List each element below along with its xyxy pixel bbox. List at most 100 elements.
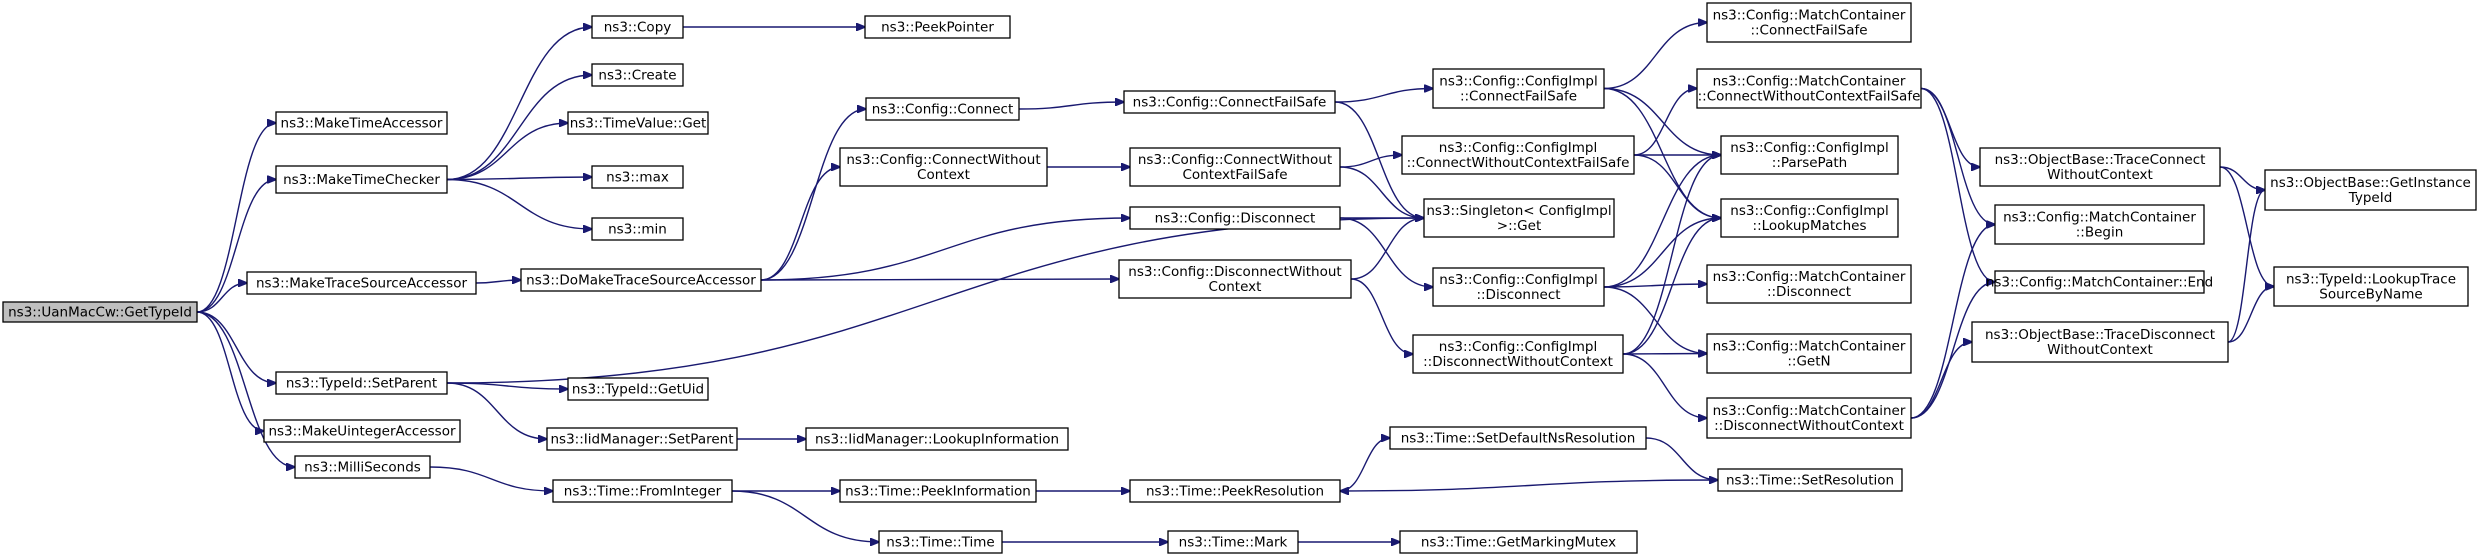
node-label: ns3::ObjectBase::TraceDisconnect — [1985, 327, 2215, 343]
node-min[interactable]: ns3::min — [591, 217, 684, 241]
edge-mcConnectWithoutContextFailSafe-to-mcEnd — [1920, 87, 1995, 283]
node-label: ns3::MakeUintegerAccessor — [268, 424, 456, 440]
node-mcBegin[interactable]: ns3::Config::MatchContainer::Begin — [1994, 204, 2205, 245]
edge-doMakeTraceSourceAccessor-to-configConnect — [760, 109, 866, 281]
edge-implConnectWithoutContextFailSafe-to-implLookupMatches — [1633, 154, 1721, 218]
node-label: ns3::Config::MatchContainer — [2003, 210, 2196, 226]
node-box — [294, 455, 431, 479]
node-getUid[interactable]: ns3::TypeId::GetUid — [567, 377, 709, 401]
node-max[interactable]: ns3::max — [591, 165, 684, 189]
edge-obTraceDisconnectWithoutContext-to-obGetInstanceTypeId — [2227, 190, 2265, 343]
node-box — [246, 271, 477, 295]
edge-implDisconnect-to-implLookupMatches — [1603, 218, 1721, 288]
edge-doMakeTraceSourceAccessor-to-configDisconnect — [760, 218, 1130, 281]
node-peekPointer[interactable]: ns3::PeekPointer — [864, 15, 1011, 39]
node-mcConnectFailSafe[interactable]: ns3::Config::MatchContainer::ConnectFail… — [1706, 2, 1912, 43]
edge-configConnectWithoutContextFailSafe-to-singletonGet — [1339, 166, 1424, 218]
node-milliSeconds[interactable]: ns3::MilliSeconds — [294, 455, 431, 479]
node-implDisconnectWithoutContext[interactable]: ns3::Config::ConfigImpl::DisconnectWitho… — [1412, 334, 1624, 374]
node-obTraceConnectWithoutContext[interactable]: ns3::ObjectBase::TraceConnectWithoutCont… — [1979, 147, 2221, 187]
node-makeUintegerAccessor[interactable]: ns3::MakeUintegerAccessor — [263, 419, 461, 443]
edge-configConnect-to-configConnectFailSafe — [1018, 102, 1124, 110]
edge-implConnectFailSafe-to-implParsePath — [1603, 87, 1721, 156]
edge-setDefaultNsResolution-to-setResolution — [1645, 437, 1718, 480]
node-mcGetN[interactable]: ns3::Config::MatchContainer::GetN — [1706, 333, 1912, 374]
node-configConnectWithoutContextFailSafe[interactable]: ns3::Config::ConnectWithoutContextFailSa… — [1129, 147, 1341, 187]
node-getMarkingMutex[interactable]: ns3::Time::GetMarkingMutex — [1399, 530, 1638, 554]
node-implConnectFailSafe[interactable]: ns3::Config::ConfigImpl::ConnectFailSafe — [1432, 68, 1605, 109]
node-configConnectWithoutContext[interactable]: ns3::Config::ConnectWithoutContext — [839, 147, 1048, 187]
node-timeValueGet[interactable]: ns3::TimeValue::Get — [567, 111, 709, 135]
node-box — [839, 479, 1037, 503]
node-mcEnd[interactable]: ns3::Config::MatchContainer::End — [1986, 270, 2213, 294]
edge-makeTimeChecker-to-min — [446, 178, 592, 230]
node-box — [805, 427, 1069, 451]
node-label: ns3::Singleton< ConfigImpl — [1426, 203, 1611, 219]
edge-mcConnectWithoutContextFailSafe-to-mcBegin — [1920, 87, 1995, 225]
node-box — [1979, 147, 2221, 187]
node-label: ContextFailSafe — [1182, 167, 1287, 183]
node-box — [1399, 530, 1638, 554]
edge-implDisconnect-to-mcDisconnect — [1603, 284, 1707, 287]
node-makeTimeAccessor[interactable]: ns3::MakeTimeAccessor — [275, 111, 448, 135]
node-mcConnectWithoutContextFailSafe[interactable]: ns3::Config::MatchContainer::ConnectWith… — [1696, 68, 1922, 109]
node-configDisconnect[interactable]: ns3::Config::Disconnect — [1129, 206, 1341, 230]
node-implParsePath[interactable]: ns3::Config::ConfigImpl::ParsePath — [1720, 135, 1899, 175]
node-implLookupMatches[interactable]: ns3::Config::ConfigImpl::LookupMatches — [1720, 198, 1899, 238]
node-label: ::LookupMatches — [1753, 218, 1867, 234]
node-label: Context — [917, 167, 970, 183]
node-box — [591, 15, 684, 39]
edge-configConnectWithoutContextFailSafe-to-implConnectWithoutContextFailSafe — [1339, 155, 1402, 168]
node-box — [2273, 266, 2469, 307]
node-label: ns3::Config::ConfigImpl — [1439, 140, 1597, 156]
node-mcDisconnect[interactable]: ns3::Config::MatchContainer::Disconnect — [1706, 264, 1912, 304]
node-setDefaultNsResolution[interactable]: ns3::Time::SetDefaultNsResolution — [1389, 426, 1647, 450]
edge-makeTimeChecker-to-max — [446, 177, 592, 180]
node-create[interactable]: ns3::Create — [591, 63, 684, 87]
node-box — [1129, 206, 1341, 230]
node-setParent[interactable]: ns3::TypeId::SetParent — [275, 371, 448, 395]
node-box — [1706, 333, 1912, 374]
edge-makeTimeChecker-to-copy — [446, 27, 592, 181]
node-makeTraceSourceAccessor[interactable]: ns3::MakeTraceSourceAccessor — [246, 271, 477, 295]
node-configConnectFailSafe[interactable]: ns3::Config::ConnectFailSafe — [1123, 90, 1336, 114]
node-mcDisconnectWithoutContext[interactable]: ns3::Config::MatchContainer::DisconnectW… — [1706, 397, 1912, 439]
edge-mcConnectWithoutContextFailSafe-to-obTraceConnectWithoutContext — [1920, 87, 1980, 168]
edge-configDisconnectWithoutContext-to-singletonGet — [1350, 218, 1424, 280]
edge-configConnectFailSafe-to-singletonGet — [1334, 101, 1424, 218]
node-label: TypeId — [2348, 190, 2393, 206]
node-label: ns3::UanMacCw::GetTypeId — [8, 305, 192, 321]
node-timeTime[interactable]: ns3::Time::Time — [878, 530, 1003, 554]
node-doMakeTraceSourceAccessor[interactable]: ns3::DoMakeTraceSourceAccessor — [520, 268, 762, 292]
node-label: ns3::Config::MatchContainer — [1713, 339, 1906, 355]
node-implConnectWithoutContextFailSafe[interactable]: ns3::Config::ConfigImpl::ConnectWithoutC… — [1401, 135, 1635, 175]
node-label: ns3::Config::Connect — [872, 102, 1014, 118]
node-getTypeId[interactable]: ns3::UanMacCw::GetTypeId — [2, 301, 198, 323]
node-iidSetParent[interactable]: ns3::IidManager::SetParent — [546, 427, 738, 451]
node-configConnect[interactable]: ns3::Config::Connect — [865, 97, 1020, 121]
node-configDisconnectWithoutContext[interactable]: ns3::Config::DisconnectWithoutContext — [1118, 259, 1352, 299]
node-peekInformation[interactable]: ns3::Time::PeekInformation — [839, 479, 1037, 503]
node-singletonGet[interactable]: ns3::Singleton< ConfigImpl >::Get — [1423, 198, 1615, 238]
node-makeTimeChecker[interactable]: ns3::MakeTimeChecker — [275, 165, 448, 194]
node-setResolution[interactable]: ns3::Time::SetResolution — [1717, 468, 1903, 492]
node-copy[interactable]: ns3::Copy — [591, 15, 684, 39]
node-label: ns3::MakeTimeAccessor — [281, 116, 443, 132]
node-implDisconnect[interactable]: ns3::Config::ConfigImpl::Disconnect — [1432, 267, 1605, 307]
node-label: >::Get — [1497, 218, 1541, 234]
node-box — [1423, 198, 1615, 238]
node-label: WithoutContext — [2047, 167, 2153, 183]
node-iidLookupInfo[interactable]: ns3::IidManager::LookupInformation — [805, 427, 1069, 451]
node-box — [1706, 2, 1912, 43]
edge-mcDisconnectWithoutContext-to-mcBegin — [1910, 225, 1995, 419]
node-timeMark[interactable]: ns3::Time::Mark — [1167, 530, 1299, 554]
node-obTraceDisconnectWithoutContext[interactable]: ns3::ObjectBase::TraceDisconnectWithoutC… — [1971, 321, 2229, 363]
edge-configDisconnect-to-implDisconnect — [1339, 217, 1433, 287]
edge-doMakeTraceSourceAccessor-to-configDisconnectWithoutContext — [760, 279, 1119, 280]
node-fromInteger[interactable]: ns3::Time::FromInteger — [552, 479, 733, 503]
node-box — [1717, 468, 1903, 492]
node-peekResolution[interactable]: ns3::Time::PeekResolution — [1129, 479, 1341, 503]
